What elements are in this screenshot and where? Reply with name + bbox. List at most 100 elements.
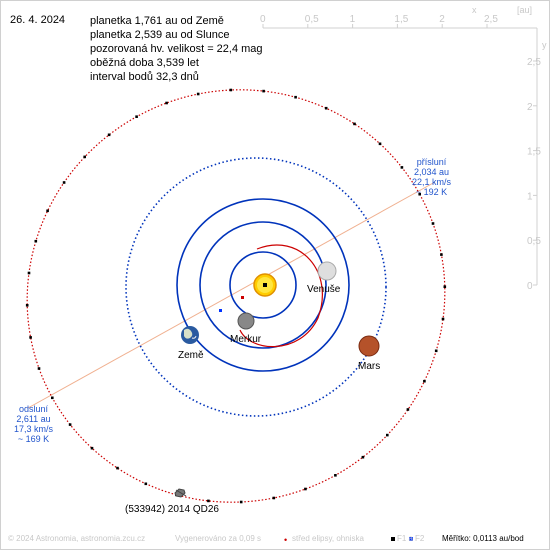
orbit-point bbox=[441, 317, 445, 321]
y-tick-label: 1,5 bbox=[527, 147, 541, 158]
mercury-label: Merkur bbox=[230, 334, 262, 345]
mars-icon bbox=[358, 335, 380, 357]
venus-label: Venuše bbox=[307, 284, 341, 295]
x-axis-ticks bbox=[262, 24, 488, 28]
y-axis-label: y bbox=[542, 40, 547, 50]
x-tick-label: 1 bbox=[350, 14, 356, 25]
orbit-point bbox=[90, 446, 94, 450]
x-axis-label: x bbox=[472, 5, 477, 15]
f1-legend-marker bbox=[391, 537, 395, 541]
orbit-point bbox=[431, 222, 435, 225]
orbit-point bbox=[334, 474, 337, 477]
footer-f2: F2 bbox=[415, 534, 425, 543]
y-tick-label: 2 bbox=[527, 102, 533, 113]
date-label: 26. 4. 2024 bbox=[10, 14, 66, 26]
footer: © 2024 Astronomia, astronomia.zcu.cz Vyg… bbox=[0, 534, 550, 548]
sun-icon bbox=[253, 273, 277, 297]
earth-icon bbox=[181, 326, 199, 344]
info-panel: planetka 1,761 au od Země planetka 2,539… bbox=[90, 14, 263, 84]
perihelion-distance: 2,034 au bbox=[413, 167, 450, 177]
orbit-point bbox=[34, 239, 38, 243]
orbit-point bbox=[353, 122, 356, 126]
venus-orbit bbox=[199, 221, 327, 349]
orbit-point bbox=[440, 253, 443, 256]
footer-copyright: © 2024 Astronomia, astronomia.zcu.cz bbox=[8, 534, 146, 543]
orbit-point bbox=[107, 133, 111, 137]
orbit-point bbox=[262, 89, 265, 93]
y-tick-label: 0,5 bbox=[527, 236, 541, 247]
orbit-point bbox=[443, 285, 447, 288]
perihelion-speed: 22,1 km/s bbox=[412, 177, 452, 187]
aphelion-distance: 2,611 au bbox=[16, 414, 51, 424]
orbit-point bbox=[378, 142, 382, 146]
orbit-point bbox=[229, 88, 233, 92]
perihelion-label: přísluní 2,034 au 22,1 km/s ~ 192 K bbox=[412, 157, 451, 197]
f2-legend-marker bbox=[409, 537, 413, 541]
orbit-point bbox=[434, 349, 438, 353]
orbit-point bbox=[83, 155, 86, 159]
y-tick-label: 2,5 bbox=[527, 57, 541, 68]
footer-ellipse-center: střed elipsy, ohniska bbox=[292, 534, 364, 543]
earth-label: Země bbox=[178, 350, 204, 361]
planet-orbits bbox=[125, 157, 387, 417]
info-magnitude: pozorovaná hv. velikost = 22,4 mag bbox=[90, 43, 263, 55]
perihelion-title: přísluní bbox=[416, 157, 447, 167]
orbit-point bbox=[294, 95, 297, 99]
orbit-point bbox=[62, 181, 66, 184]
asteroid-orbit-points bbox=[25, 88, 447, 504]
orbit-point bbox=[29, 336, 32, 339]
aphelion-label: odsluní 2,611 au 17,3 km/s ~ 169 K bbox=[14, 404, 53, 444]
asteroid-label: (533942) 2014 QD26 bbox=[125, 504, 219, 515]
x-tick-label: 0 bbox=[260, 14, 266, 25]
x-tick-label: 0,5 bbox=[305, 14, 319, 25]
orbit-point bbox=[144, 482, 148, 486]
orbit-point bbox=[386, 433, 389, 437]
mercury-icon bbox=[237, 312, 255, 330]
orbit-point bbox=[239, 500, 243, 504]
mars-label: Mars bbox=[358, 361, 380, 372]
center-dot-legend: • bbox=[284, 535, 287, 545]
venus-icon bbox=[317, 261, 337, 281]
mars-orbit bbox=[125, 157, 387, 417]
x-tick-label: 1,5 bbox=[394, 14, 408, 25]
footer-scale: Měřítko: 0,0113 au/bod bbox=[442, 534, 524, 543]
y-tick-labels: 2,5 2 1,5 1 0,5 0 bbox=[527, 57, 541, 292]
orbit-point bbox=[423, 379, 426, 383]
y-tick-label: 1 bbox=[527, 191, 533, 202]
orbit-point bbox=[27, 271, 31, 275]
axes bbox=[262, 24, 538, 286]
y-tick-label: 0 bbox=[527, 281, 533, 292]
orbit-point bbox=[51, 396, 54, 400]
orbit-point bbox=[135, 115, 138, 118]
x-tick-label: 2 bbox=[439, 14, 445, 25]
orbit-point bbox=[406, 408, 410, 411]
orbit-point bbox=[400, 166, 404, 169]
x-tick-label: 2,5 bbox=[484, 14, 498, 25]
earth-asteroid-arc bbox=[239, 244, 323, 348]
asteroid-icon bbox=[174, 488, 187, 498]
orbit-point bbox=[37, 367, 41, 370]
axis-unit: [au] bbox=[517, 5, 532, 15]
orbit-point bbox=[207, 499, 210, 503]
focus-f2-marker bbox=[219, 309, 222, 312]
orbit-point bbox=[46, 209, 49, 213]
aphelion-temp: ~ 169 K bbox=[17, 434, 50, 444]
info-sun-distance: planetka 2,539 au od Slunce bbox=[90, 29, 230, 41]
orbit-point bbox=[196, 92, 200, 96]
y-axis-ticks bbox=[533, 60, 537, 286]
earth-orbit bbox=[176, 198, 350, 372]
perihelion-temp: ~ 192 K bbox=[415, 187, 448, 197]
orbit-point bbox=[116, 466, 119, 470]
orbit-point bbox=[324, 106, 328, 110]
info-point-interval: interval bodů 32,3 dnů bbox=[90, 71, 199, 83]
mercury-orbit bbox=[229, 251, 297, 319]
info-earth-distance: planetka 1,761 au od Země bbox=[90, 15, 224, 27]
aphelion-speed: 17,3 km/s bbox=[14, 424, 54, 434]
orbit-point bbox=[165, 101, 168, 105]
orbit-point bbox=[304, 487, 307, 491]
orbit-point bbox=[68, 423, 72, 426]
footer-generated: Vygenerováno za 0,09 s bbox=[175, 534, 261, 543]
footer-f1: F1 a bbox=[397, 534, 414, 543]
